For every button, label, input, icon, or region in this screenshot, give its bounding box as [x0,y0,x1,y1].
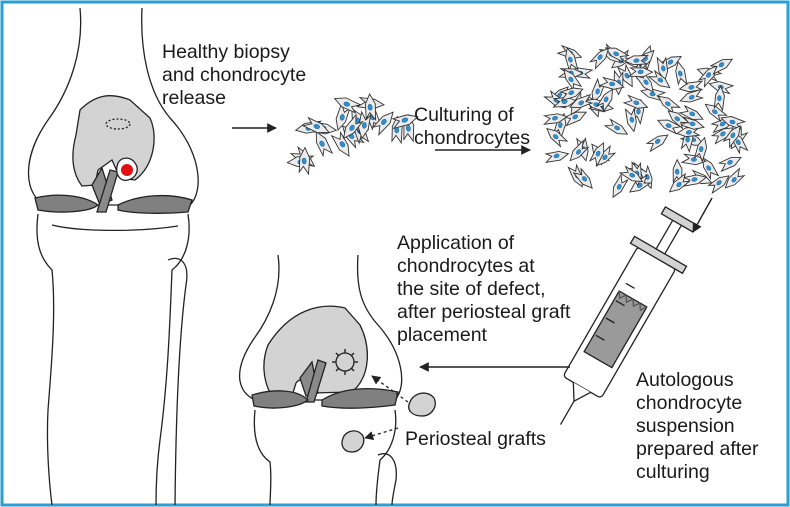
released-chondrocytes [287,93,420,174]
chondrocyte-cell [610,174,629,200]
label-periosteal-grafts: Periosteal grafts [405,428,546,451]
chondrocyte-cell [624,95,650,111]
chondrocyte-cell [604,118,630,137]
graft-1 [409,393,436,416]
arrow-culture-to-syringe [693,198,712,232]
chondrocyte-cell [544,147,570,164]
graft-2 [342,431,364,452]
cultured-chondrocytes [542,43,749,200]
label-culturing: Culturing of chondrocytes [414,104,530,150]
chondrocyte-cell [645,130,670,153]
label-healthy-biopsy: Healthy biopsy and chondrocyte release [162,41,306,110]
label-autologous-suspension: Autologous chondrocyte suspension prepar… [636,369,759,484]
meniscus [35,195,98,212]
label-application: Application of chondrocytes at the site … [397,232,570,347]
